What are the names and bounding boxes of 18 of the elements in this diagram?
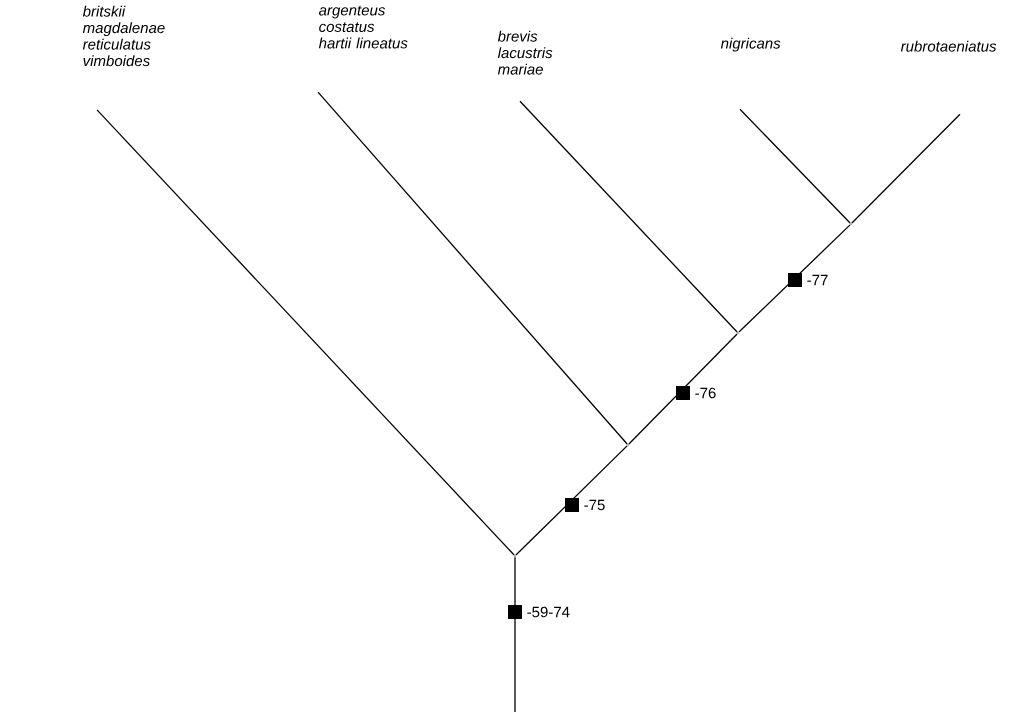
- branch-line: [514, 556, 516, 712]
- branch-line: [515, 445, 628, 556]
- branch-line: [628, 333, 738, 445]
- taxon-label: britskii magdalenae reticulatus vimboides: [82, 5, 165, 67]
- character-label: -76: [695, 387, 716, 399]
- character-label: -77: [807, 274, 828, 286]
- branch-line: [738, 224, 851, 333]
- branch-line: [851, 113, 961, 224]
- taxon-label: nigricans: [720, 37, 781, 52]
- taxon-label: argenteus costatus hartii lineatus: [318, 5, 408, 49]
- taxon-label: brevis lacustris mariae: [497, 30, 553, 75]
- taxon-label: rubrotaeniatus: [900, 40, 997, 52]
- character-label: -59-74: [527, 606, 570, 618]
- branch-line: [739, 108, 851, 224]
- branch-line: [519, 100, 738, 333]
- branch-line: [317, 91, 628, 445]
- branch-line: [96, 109, 515, 556]
- character-label: -75: [584, 499, 605, 511]
